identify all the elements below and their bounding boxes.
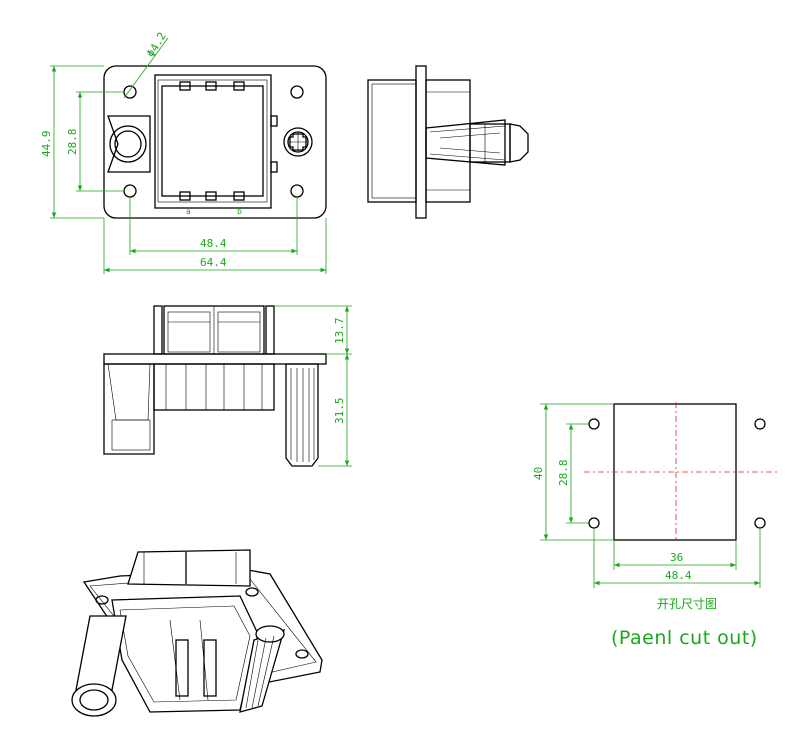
panel-cutout: [584, 402, 778, 542]
dim-cutout-width: 36: [670, 551, 683, 564]
dim-width-total: 64.4: [200, 256, 227, 269]
dim-bottom-lower: 31.5: [333, 398, 346, 425]
dim-hole-diameter: Φ4.2: [144, 30, 169, 59]
isometric-view: [71, 549, 323, 717]
side-view: [367, 65, 529, 219]
bottom-view-dimensions: 13.7 31.5: [274, 305, 352, 467]
bottom-view: [103, 305, 327, 467]
dim-bottom-top: 13.7: [333, 318, 346, 345]
caption-cn: 开孔尺寸图: [657, 597, 717, 611]
caption-en: (Paenl cut out): [611, 627, 758, 649]
dim-cutout-height-total: 40: [532, 467, 545, 480]
dim-cutout-height-holes: 28.8: [557, 460, 570, 487]
front-view: [103, 65, 327, 219]
terminal-label-b: b: [237, 207, 242, 216]
dim-height-holes: 28.8: [66, 129, 79, 156]
dim-height-total: 44.9: [40, 131, 53, 158]
terminal-label-a: a: [186, 207, 191, 216]
dim-cutout-width-holes: 48.4: [665, 569, 692, 582]
dim-width-holes: 48.4: [200, 237, 227, 250]
panel-cutout-dimensions: 40 28.8 36 48.4 开孔尺寸图 (Paenl cut out): [532, 403, 761, 649]
